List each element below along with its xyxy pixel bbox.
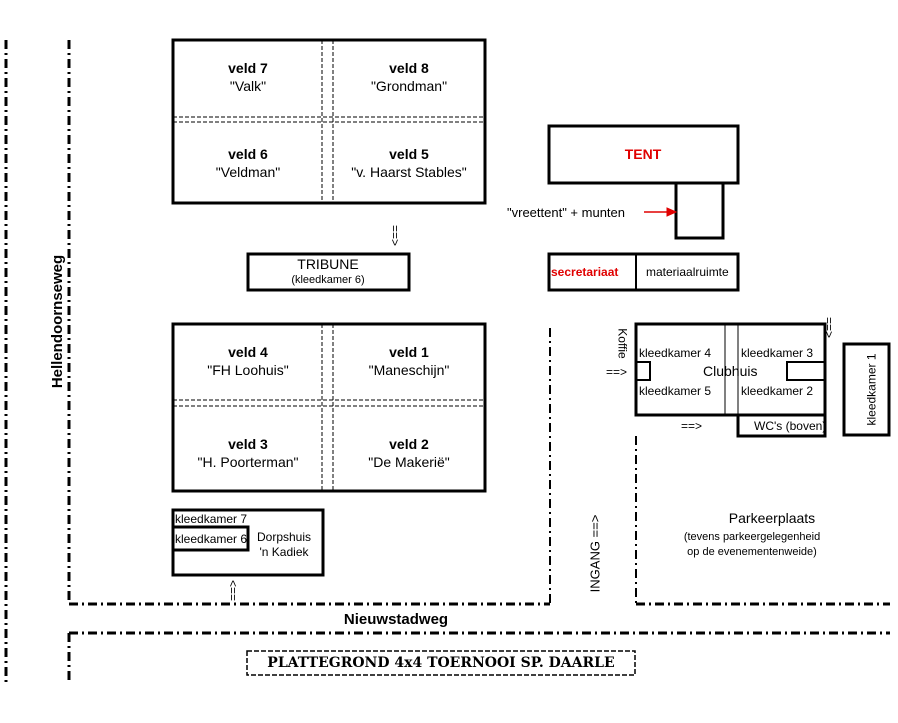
clubhuis-center-box-left [635, 361, 651, 381]
field-7-label: veld 7 [228, 60, 268, 76]
entrance-label: INGANG ==> [587, 514, 603, 593]
kleedkamer-1-label: kleedkamer 1 [864, 353, 879, 426]
field-4-label: veld 4 [228, 344, 268, 360]
tribune-subtitle: (kleedkamer 6) [291, 274, 365, 286]
vreettent-box [674, 181, 725, 240]
kleedkamer-4-label: kleedkamer 4 [639, 346, 712, 360]
road-nieuwstadweg: Nieuwstadweg [343, 611, 449, 628]
field-4-sponsor: "FH Loohuis" [207, 362, 289, 378]
field-3-sponsor: "H. Poorterman" [197, 454, 299, 470]
field-block-bottom [171, 322, 487, 493]
materiaalruimte-label: materiaalruimte [646, 265, 729, 279]
wc-box [736, 413, 827, 438]
koffie-label: Koffie [615, 328, 630, 359]
field-7-sponsor: "Valk" [229, 78, 267, 94]
tribune-title: TRIBUNE [297, 256, 359, 272]
clubhuis-center-box-right [786, 361, 826, 381]
kleedkamer1-box [842, 342, 891, 437]
field-6-label: veld 6 [228, 146, 268, 162]
kleedkamer-7-label: kleedkamer 7 [175, 512, 248, 526]
tribune-box [246, 252, 411, 292]
field-1-label: veld 1 [389, 344, 429, 360]
arrow-right-clubhuis: ==> [606, 365, 628, 379]
arrow-down-clubhuis: ==> [822, 316, 837, 339]
parking-title: Parkeerplaats [728, 510, 816, 526]
field-2-sponsor: "De Makerië" [368, 454, 450, 470]
arrow-up-dorpshuis: ==> [226, 579, 241, 602]
field-8-label: veld 8 [389, 60, 429, 76]
kleedkamer-6-dorpshuis-label: kleedkamer 6 [175, 532, 248, 546]
parking-line-1: (tevens parkeergelegenheid [683, 531, 821, 543]
dorpshuis-name-2: 'n Kadiek [259, 545, 309, 559]
field-8-sponsor: "Grondman" [370, 78, 448, 94]
clubhuis-label: Clubhuis [703, 363, 758, 379]
field-5-label: veld 5 [389, 146, 429, 162]
wc-label: WC's (boven) [754, 419, 827, 433]
plan-title: PLATTEGROND 4x4 TOERNOOI SP. DAARLE [267, 655, 615, 671]
arrow-right-wc: ==> [681, 419, 703, 433]
kleedkamer6-dorpshuis-box [171, 525, 250, 552]
vreettent-label: "vreettent" + munten [507, 205, 625, 220]
tent-label: TENT [624, 146, 662, 162]
secretariaat-label: secretariaat [551, 265, 619, 279]
tent-box [547, 124, 740, 185]
kleedkamer-3-label: kleedkamer 3 [741, 346, 814, 360]
field-6-sponsor: "Veldman" [215, 164, 281, 180]
arrow-down-tribune: ==> [388, 224, 403, 247]
dorpshuis-name: Dorpshuis [256, 530, 312, 544]
field-3-label: veld 3 [228, 436, 268, 452]
title-frame [246, 650, 636, 676]
secretariaat-box [547, 252, 740, 292]
road-hellendoornseweg: Hellendoornseweg [49, 254, 67, 389]
field-5-sponsor: "v. Haarst Stables" [351, 164, 467, 180]
kleedkamer-2-label: kleedkamer 2 [741, 384, 814, 398]
kleedkamer-5-label: kleedkamer 5 [639, 384, 712, 398]
field-2-label: veld 2 [389, 436, 429, 452]
parking-line-2: op de evenementenweide) [687, 546, 817, 558]
field-1-sponsor: "Maneschijn" [368, 362, 450, 378]
